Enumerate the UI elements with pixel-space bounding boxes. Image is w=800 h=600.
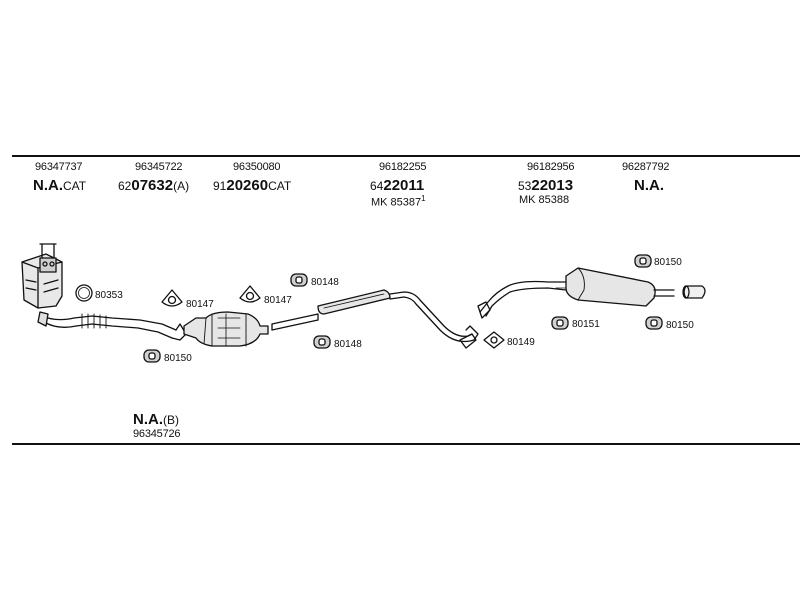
rubber-mount-80150-b [634,254,652,268]
oe-number-2: 96345722 [135,161,183,173]
part-label-1: N.A.CAT [33,177,87,194]
code-80148-a: 80148 [311,277,339,288]
gasket-80147-a [161,289,183,307]
top-divider [12,155,800,157]
code-80150-a: 80150 [164,353,192,364]
part-label-5: 5322013 [518,177,574,194]
gasket-80147-b [239,285,261,303]
rubber-mount-80151 [551,316,569,330]
oe-number-4: 96182255 [379,161,427,173]
rubber-mount-80148-b [313,335,331,349]
code-80147-b: 80147 [264,295,292,306]
part-label-4: 6422011 [370,177,425,194]
exhaust-manifold-catalyst [21,243,63,309]
part-label-bottom: N.A.(B) [133,411,179,428]
part-label-2: 6207632(A) [118,177,190,194]
code-80151: 80151 [572,319,600,330]
catalytic-converter [183,311,269,347]
oe-number-1: 96347737 [35,161,83,173]
oe-number-3: 96350080 [233,161,281,173]
rubber-mount-80150-c [645,316,663,330]
part-label-6: N.A. [634,177,664,194]
intermediate-pipe [271,313,319,331]
rear-pipe [477,280,567,319]
code-80150-c: 80150 [666,320,694,331]
rubber-mount-80148-a [290,273,308,287]
gasket-ring-80353 [75,284,93,302]
gasket-80149 [483,331,505,349]
code-80148-b: 80148 [334,339,362,350]
front-pipe [37,311,187,341]
rubber-mount-80150-a [143,349,161,363]
part-label-3: 9120260CAT [213,177,292,194]
bottom-divider [12,443,800,445]
code-80147-a: 80147 [186,299,214,310]
code-80353: 80353 [95,290,123,301]
code-80149: 80149 [507,337,535,348]
mk-label-4: MK 853871 [371,194,426,209]
code-80150-b: 80150 [654,257,682,268]
centre-silencer [317,289,479,349]
oe-number-5: 96182956 [527,161,575,173]
mk-label-5: MK 85388 [519,194,570,206]
oe-number-6: 96287792 [622,161,670,173]
tail-pipe-tip [682,285,706,299]
rear-silencer [555,267,675,307]
oe-number-bottom: 96345726 [133,428,181,440]
